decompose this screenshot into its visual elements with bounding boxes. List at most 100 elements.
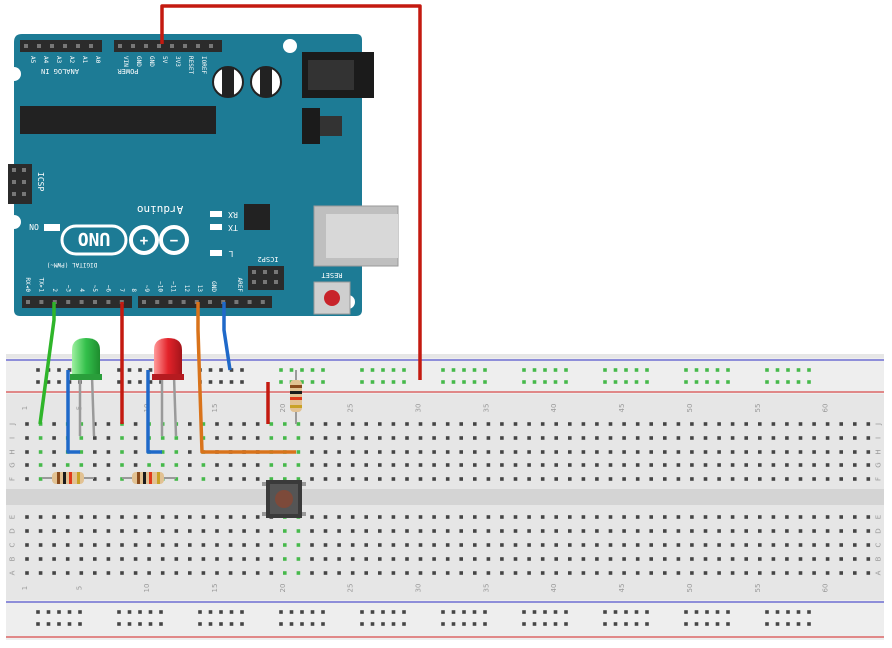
rail-hole[interactable] [148,622,153,626]
breadboard-hole[interactable] [798,529,803,533]
rail-hole[interactable] [67,610,72,614]
rail-hole[interactable] [208,610,213,614]
breadboard-hole[interactable] [785,436,789,440]
header-pin[interactable] [37,44,41,48]
breadboard-hole[interactable] [174,436,179,440]
rail-hole[interactable] [208,380,213,384]
breadboard-hole[interactable] [554,557,558,561]
rail-hole[interactable] [117,380,121,384]
breadboard-hole[interactable] [866,571,871,575]
breadboard-hole[interactable] [568,450,572,454]
breadboard-hole[interactable] [676,450,681,454]
breadboard-hole[interactable] [201,571,206,575]
breadboard-hole[interactable] [758,463,762,467]
breadboard-hole[interactable] [486,515,491,519]
breadboard-hole[interactable] [595,477,599,481]
breadboard-hole[interactable] [473,529,477,533]
breadboard-hole[interactable] [866,515,871,519]
breadboard-hole[interactable] [513,529,518,533]
breadboard-hole[interactable] [418,529,423,533]
breadboard-hole[interactable] [323,529,328,533]
rail-hole[interactable] [483,622,487,626]
rail-hole[interactable] [148,368,153,372]
breadboard-hole[interactable] [79,515,84,519]
breadboard-hole[interactable] [866,477,871,481]
breadboard-hole[interactable] [744,515,748,519]
breadboard-hole[interactable] [486,477,491,481]
rail-hole[interactable] [705,622,709,626]
rail-hole[interactable] [786,368,790,372]
breadboard-hole[interactable] [391,422,396,426]
breadboard-hole[interactable] [744,450,748,454]
breadboard-hole[interactable] [473,463,477,467]
breadboard-hole[interactable] [500,463,504,467]
breadboard-hole[interactable] [337,557,341,561]
rail-hole[interactable] [715,380,720,384]
breadboard-hole[interactable] [25,529,29,533]
wire-green-pin2[interactable] [38,302,56,425]
breadboard-hole[interactable] [25,422,29,426]
rail-hole[interactable] [603,610,607,614]
breadboard-hole[interactable] [350,515,355,519]
breadboard-hole[interactable] [703,571,708,575]
breadboard-hole[interactable] [228,571,233,575]
breadboard-hole[interactable] [106,477,111,481]
rail-hole[interactable] [634,380,639,384]
breadboard-hole[interactable] [676,557,681,561]
breadboard-hole[interactable] [486,557,491,561]
rail-hole[interactable] [240,610,244,614]
header-pin[interactable] [24,44,28,48]
rail-hole[interactable] [624,610,628,614]
breadboard-hole[interactable] [255,463,260,467]
rail-hole[interactable] [796,610,801,614]
rail-hole[interactable] [279,380,283,384]
breadboard-hole[interactable] [730,557,735,561]
breadboard-hole[interactable] [635,477,640,481]
breadboard-hole[interactable] [608,477,613,481]
breadboard-hole[interactable] [52,571,56,575]
breadboard-hole[interactable] [120,463,124,467]
breadboard-hole[interactable] [459,463,463,467]
header-pin[interactable] [93,300,97,304]
breadboard-hole[interactable] [378,571,382,575]
breadboard-hole[interactable] [93,515,97,519]
breadboard-hole[interactable] [540,422,545,426]
breadboard-hole[interactable] [853,477,857,481]
breadboard-hole[interactable] [554,529,558,533]
breadboard-hole[interactable] [703,477,708,481]
header-pin[interactable] [39,300,44,304]
header-pin[interactable] [183,44,187,48]
breadboard-hole[interactable] [853,463,857,467]
rail-hole[interactable] [624,380,628,384]
breadboard-hole[interactable] [812,422,816,426]
breadboard-hole[interactable] [608,557,613,561]
breadboard-hole[interactable] [527,557,531,561]
breadboard-hole[interactable] [527,529,531,533]
breadboard-hole[interactable] [296,571,301,575]
breadboard-hole[interactable] [473,571,477,575]
breadboard-hole[interactable] [853,557,857,561]
rail-hole[interactable] [381,622,385,626]
breadboard-hole[interactable] [825,557,830,561]
breadboard-hole[interactable] [405,436,409,440]
breadboard-hole[interactable] [391,436,396,440]
rail-hole[interactable] [705,610,709,614]
breadboard-hole[interactable] [839,529,843,533]
breadboard-hole[interactable] [690,515,694,519]
breadboard-hole[interactable] [812,515,816,519]
breadboard-hole[interactable] [188,543,192,547]
breadboard-hole[interactable] [527,515,531,519]
breadboard-hole[interactable] [622,477,626,481]
breadboard-hole[interactable] [622,529,626,533]
rail-hole[interactable] [138,368,142,372]
breadboard-hole[interactable] [771,477,776,481]
breadboard-hole[interactable] [174,543,179,547]
breadboard-hole[interactable] [853,450,857,454]
breadboard-hole[interactable] [473,477,477,481]
breadboard-hole[interactable] [364,463,368,467]
breadboard-hole[interactable] [350,463,355,467]
breadboard-hole[interactable] [459,529,463,533]
breadboard-hole[interactable] [540,571,545,575]
breadboard-hole[interactable] [513,450,518,454]
breadboard-hole[interactable] [568,529,572,533]
